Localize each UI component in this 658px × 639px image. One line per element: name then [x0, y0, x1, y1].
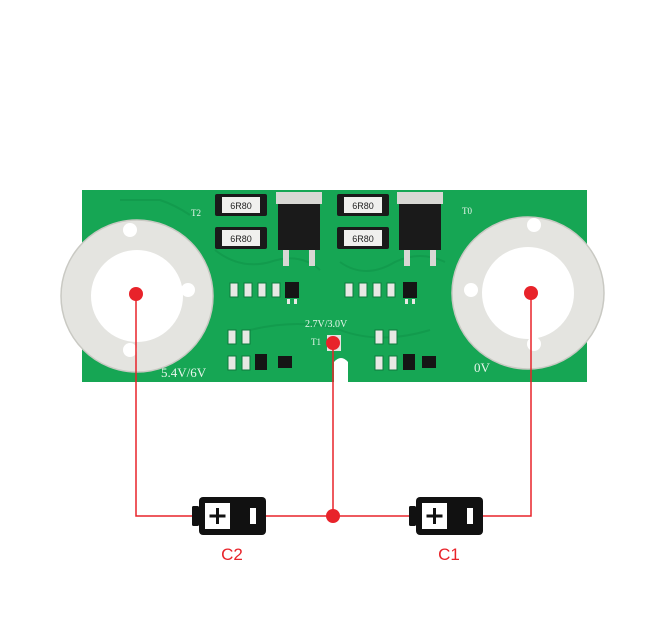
- wiring: [135, 293, 532, 517]
- marker-t2: T2: [191, 208, 201, 218]
- resistor: 6R80: [215, 194, 267, 216]
- junction-dot: [326, 509, 340, 523]
- resistor: 6R80: [337, 227, 389, 249]
- battery-icon: [409, 497, 483, 535]
- cell-label-c1: C1: [438, 545, 460, 564]
- svg-text:6R80: 6R80: [352, 234, 374, 244]
- connection-points: [129, 286, 538, 523]
- center-connection-dot: [326, 336, 340, 350]
- right-connection-dot: [524, 286, 538, 300]
- left-voltage-label: 5.4V/6V: [161, 365, 207, 380]
- pcb-traces: [120, 199, 446, 339]
- svg-text:6R80: 6R80: [352, 201, 374, 211]
- battery-icon: [192, 497, 266, 535]
- right-voltage-label: 0V: [474, 360, 491, 375]
- mosfet: [397, 192, 443, 266]
- pcb-board: [82, 190, 587, 382]
- marker-t0: T0: [462, 206, 472, 216]
- left-connection-dot: [129, 287, 143, 301]
- svg-text:6R80: 6R80: [230, 201, 252, 211]
- center-voltage-label: 2.7V/3.0V: [305, 319, 348, 330]
- resistor: 6R80: [215, 227, 267, 249]
- marker-t1: T1: [311, 337, 321, 347]
- svg-text:6R80: 6R80: [230, 234, 252, 244]
- cell-label-c2: C2: [221, 545, 243, 564]
- smd-components: [227, 282, 436, 371]
- mosfet: [276, 192, 322, 266]
- resistor: 6R80: [337, 194, 389, 216]
